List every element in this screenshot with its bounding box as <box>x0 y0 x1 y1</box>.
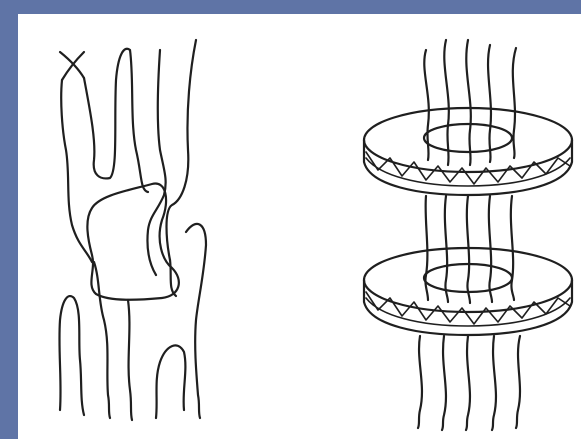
chain-strand <box>156 345 185 418</box>
left-figure <box>59 40 206 420</box>
ring-top <box>364 108 572 195</box>
chain-strand <box>466 336 470 430</box>
chain-strand <box>492 336 496 430</box>
chain-strand <box>488 45 491 162</box>
chain-strand <box>467 196 470 303</box>
chain-strand <box>466 40 471 165</box>
chain-strand <box>444 40 449 165</box>
diagram-svg <box>18 14 581 439</box>
chain-strand <box>147 50 165 275</box>
chain-entanglement <box>87 183 178 299</box>
chain-strand <box>84 49 148 192</box>
chain-strand <box>516 336 520 428</box>
frame-border-top <box>0 0 581 14</box>
chain-strand <box>59 296 84 415</box>
chain-strand <box>94 262 110 418</box>
right-figure <box>364 40 572 430</box>
diagram-canvas <box>18 14 581 439</box>
chain-strand <box>442 336 446 430</box>
chain-strand <box>128 300 132 420</box>
chain-strand <box>513 48 516 158</box>
chain-strand <box>418 336 422 428</box>
chain-strand <box>170 260 176 296</box>
chain-strand <box>511 196 514 300</box>
chain-strand <box>186 224 206 418</box>
frame-border-left <box>0 0 18 439</box>
